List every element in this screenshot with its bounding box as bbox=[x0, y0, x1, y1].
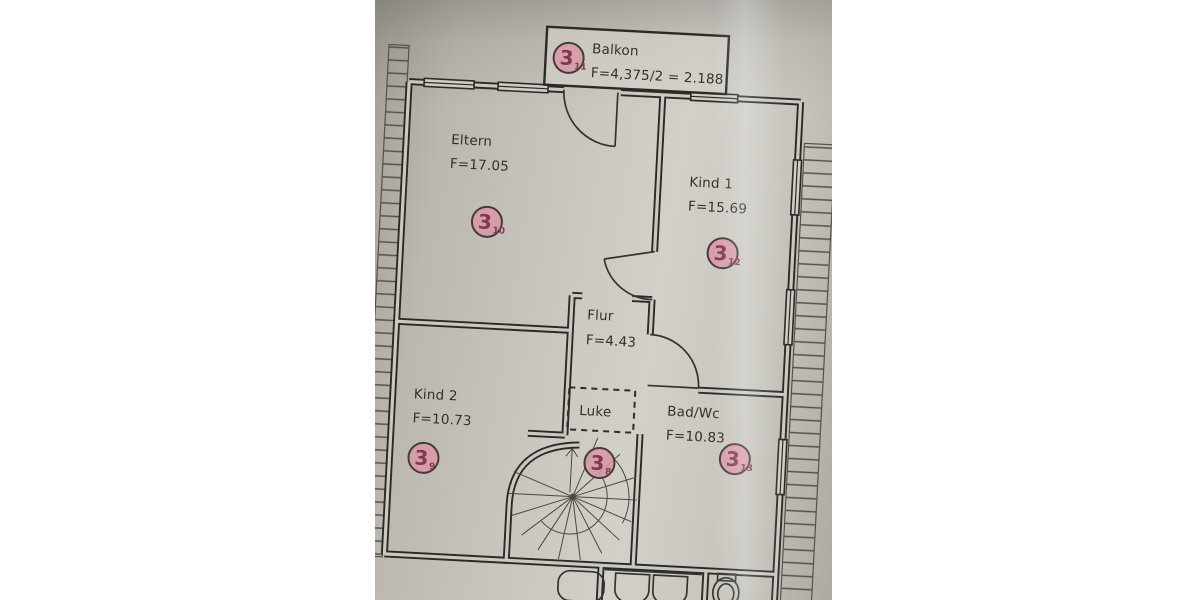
bad-label: Bad/Wc bbox=[667, 404, 720, 423]
svg-text:3: 3 bbox=[725, 447, 740, 472]
room-marker-stairs: 3 8 bbox=[583, 447, 616, 480]
svg-text:11: 11 bbox=[574, 62, 587, 73]
flur-label: Flur bbox=[587, 307, 614, 324]
svg-text:12: 12 bbox=[728, 258, 741, 269]
eltern-label: Eltern bbox=[451, 132, 493, 150]
flur-area: F=4.43 bbox=[585, 332, 636, 351]
svg-text:3: 3 bbox=[559, 45, 574, 70]
balkon-label: Balkon bbox=[592, 41, 639, 59]
svg-text:3: 3 bbox=[713, 241, 728, 266]
room-marker-eltern: 3 10 bbox=[470, 205, 505, 238]
flur-door bbox=[603, 250, 655, 301]
windows bbox=[423, 77, 803, 496]
room-marker-kind2: 3 9 bbox=[407, 441, 440, 474]
room-labels: Eltern F=17.05 Kind 1 F=15.69 Flur F=4.4… bbox=[412, 132, 748, 447]
svg-text:3: 3 bbox=[414, 445, 429, 470]
svg-text:3: 3 bbox=[590, 451, 605, 476]
bathroom-fixtures bbox=[556, 568, 740, 600]
room-marker-balkon: 3 11 bbox=[552, 41, 587, 74]
roof-hatch-right bbox=[779, 142, 832, 600]
svg-text:9: 9 bbox=[429, 462, 436, 472]
balkon-box: Balkon F=4,375/2 = 2.188 3 11 bbox=[542, 25, 731, 96]
balkon-area: F=4,375/2 = 2.188 bbox=[590, 65, 723, 88]
kind1-label: Kind 1 bbox=[689, 174, 734, 192]
kind2-label: Kind 2 bbox=[413, 386, 458, 404]
svg-text:13: 13 bbox=[740, 463, 753, 474]
kind2-area: F=10.73 bbox=[412, 410, 472, 429]
floorplan-drawing: Balkon F=4,375/2 = 2.188 3 11 Luke bbox=[375, 25, 832, 600]
toilet bbox=[711, 572, 740, 600]
eltern-area: F=17.05 bbox=[449, 156, 509, 175]
sink-basin bbox=[614, 572, 651, 600]
floorplan-photo: Balkon F=4,375/2 = 2.188 3 11 Luke bbox=[375, 0, 832, 600]
bad-door bbox=[647, 333, 700, 389]
room-marker-bad: 3 13 bbox=[718, 443, 753, 476]
svg-text:8: 8 bbox=[605, 467, 612, 477]
bad-area: F=10.83 bbox=[666, 427, 726, 446]
luke-label: Luke bbox=[579, 403, 612, 421]
room-marker-kind1: 3 12 bbox=[706, 237, 741, 270]
svg-text:10: 10 bbox=[492, 226, 505, 237]
kind1-area: F=15.69 bbox=[688, 198, 748, 217]
luke-box: Luke bbox=[566, 386, 637, 434]
sink-basin bbox=[651, 574, 689, 600]
spiral-staircase bbox=[508, 437, 637, 561]
svg-text:3: 3 bbox=[477, 209, 492, 234]
balcony-door bbox=[563, 89, 619, 148]
